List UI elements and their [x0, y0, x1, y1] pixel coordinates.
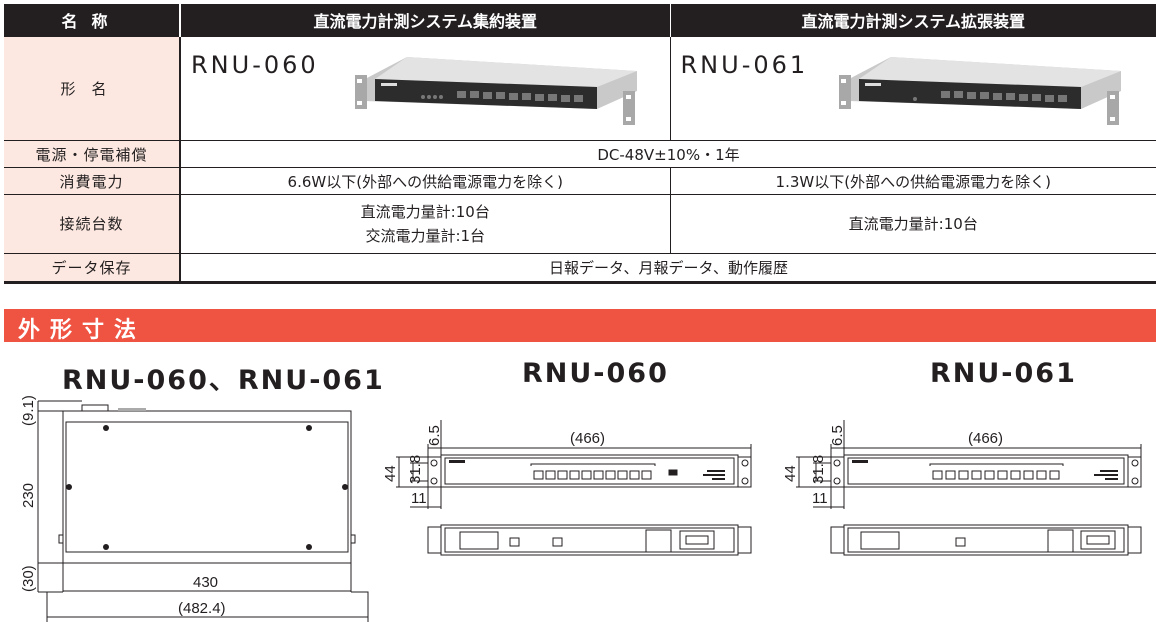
drawing-title-front-060: RNU-060 [522, 358, 669, 389]
dim-061-ear: 11 [812, 490, 828, 507]
rack-unit-photo-icon [355, 57, 637, 125]
header-concentrator: 直流電力計測システム集約装置 [180, 4, 671, 37]
dim-bottom-gap: (30) [20, 565, 37, 592]
table-row-power: 電源・停電補償 DC-48V±10%・1年 [4, 140, 1156, 168]
section-title: 外形寸法 [18, 318, 147, 343]
connections-060-dc: 直流電力量計:10台 [360, 203, 490, 221]
row-label-consumption: 消費電力 [4, 167, 181, 195]
dim-top-gap: (9.1) [20, 395, 37, 426]
dim-061-offset: 6.5 [829, 425, 846, 446]
front-view-060-drawing [396, 420, 752, 556]
front-view-061-drawing [796, 420, 1142, 556]
dim-depth: 230 [20, 483, 37, 508]
model-name-060: RNU-060 [191, 51, 319, 79]
dim-060-width: (466) [570, 430, 605, 447]
storage-value: 日報データ、月報データ、動作履歴 [180, 253, 1156, 284]
dim-width: 430 [193, 574, 218, 591]
row-label-model: 形名 [4, 36, 181, 141]
model-name-061: RNU-061 [680, 51, 809, 79]
dim-overall-width: (482.4) [178, 600, 226, 617]
screw-holes [66, 425, 348, 550]
dim-061-width: (466) [968, 430, 1003, 447]
rack-unit-photo-icon [838, 57, 1121, 125]
drawing-title-front-061: RNU-061 [930, 358, 1077, 389]
drawing-title-top-view: RNU-060、RNU-061 [62, 365, 385, 396]
rj45-ports-060 [530, 463, 678, 480]
table-row-model: 形名 RNU-060 RNU-061 [4, 36, 1156, 141]
dim-061-pitch: 31.8 [810, 455, 827, 484]
row-label-power: 電源・停電補償 [4, 140, 181, 168]
table-row-connections: 接続台数 直流電力量計:10台 交流電力量計:1台 直流電力量計:10台 [4, 194, 1156, 254]
row-label-connections: 接続台数 [4, 194, 181, 254]
model-cell-060: RNU-060 [180, 36, 671, 141]
row-label-storage: データ保存 [4, 253, 181, 284]
dim-060-height: 44 [382, 465, 399, 482]
connections-060-ac: 交流電力量計:1台 [365, 227, 486, 245]
consumption-061: 1.3W以下(外部への供給電源電力を除く) [670, 167, 1156, 195]
dim-060-offset: 6.5 [426, 425, 443, 446]
consumption-060: 6.6W以下(外部への供給電源電力を除く) [180, 167, 671, 195]
top-view-drawing [37, 400, 369, 622]
model-cell-061: RNU-061 [670, 36, 1156, 141]
table-header-row: 名称 直流電力計測システム集約装置 直流電力計測システム拡張装置 [4, 4, 1156, 37]
rj45-ports-061 [929, 463, 1064, 480]
table-row-storage: データ保存 日報データ、月報データ、動作履歴 [4, 253, 1156, 284]
dim-060-pitch: 31.8 [407, 455, 424, 484]
spec-table: 名称 直流電力計測システム集約装置 直流電力計測システム拡張装置 形名 RNU-… [4, 4, 1156, 284]
dimension-labels: (9.1) 230 (30) 430 (482.4) 6.5 (466) 44 … [20, 395, 1003, 617]
power-value: DC-48V±10%・1年 [180, 140, 1156, 168]
header-label: 名称 [4, 4, 181, 37]
panel-labels [449, 460, 1118, 480]
connections-060: 直流電力量計:10台 交流電力量計:1台 [180, 194, 671, 254]
header-expansion: 直流電力計測システム拡張装置 [670, 4, 1156, 37]
section-header-dimensions: 外形寸法 [4, 309, 1156, 343]
table-row-consumption: 消費電力 6.6W以下(外部への供給電源電力を除く) 1.3W以下(外部への供給… [4, 167, 1156, 195]
connections-061: 直流電力量計:10台 [670, 194, 1156, 254]
dim-061-height: 44 [782, 465, 799, 482]
dim-060-ear: 11 [411, 490, 427, 507]
